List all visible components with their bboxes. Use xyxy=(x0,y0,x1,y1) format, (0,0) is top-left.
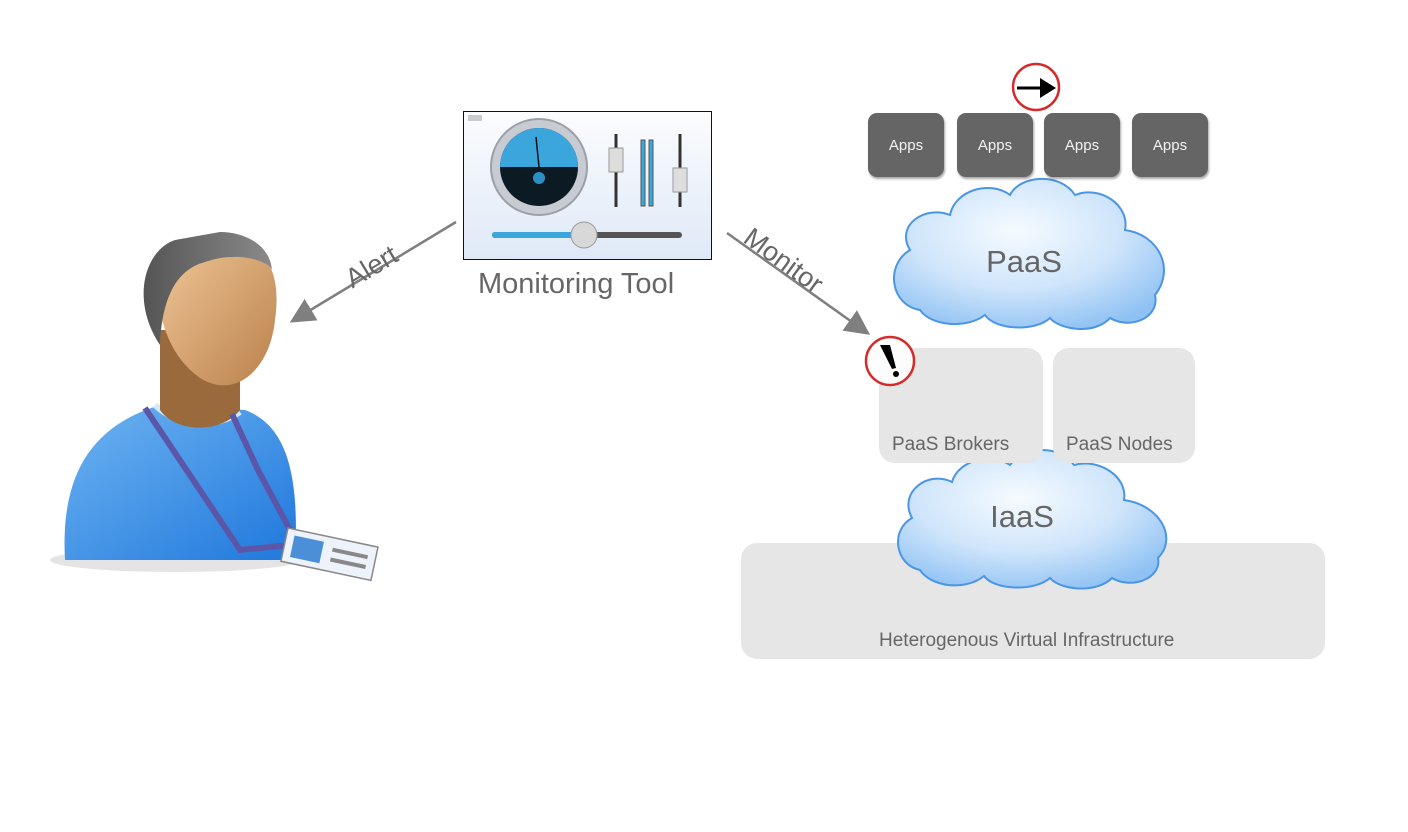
paas-nodes-box[interactable] xyxy=(1053,348,1195,463)
paas-nodes-label: PaaS Nodes xyxy=(1066,434,1173,455)
monitoring-tool-label: Monitoring Tool xyxy=(478,268,675,300)
paas-cloud-icon xyxy=(893,177,1165,330)
apps-box-2[interactable]: Apps xyxy=(957,113,1033,177)
apps-box-3[interactable]: Apps xyxy=(1044,113,1120,177)
monitoring-tool-panel[interactable] xyxy=(463,111,712,260)
paas-cloud-label: PaaS xyxy=(986,244,1062,279)
apps-box-1[interactable]: Apps xyxy=(868,113,944,177)
apps-box-4[interactable]: Apps xyxy=(1132,113,1208,177)
exclamation-icon xyxy=(864,335,916,387)
alert-arrow xyxy=(289,220,457,323)
iaas-cloud-icon xyxy=(897,449,1168,590)
arrow-right-icon xyxy=(1011,62,1061,112)
paas-brokers-label: PaaS Brokers xyxy=(892,434,1010,455)
infrastructure-label: Heterogenous Virtual Infrastructure xyxy=(879,630,1175,651)
control-panel-gauge-icon xyxy=(468,115,688,249)
monitor-arrow xyxy=(726,231,871,335)
iaas-cloud-label: IaaS xyxy=(990,499,1054,534)
